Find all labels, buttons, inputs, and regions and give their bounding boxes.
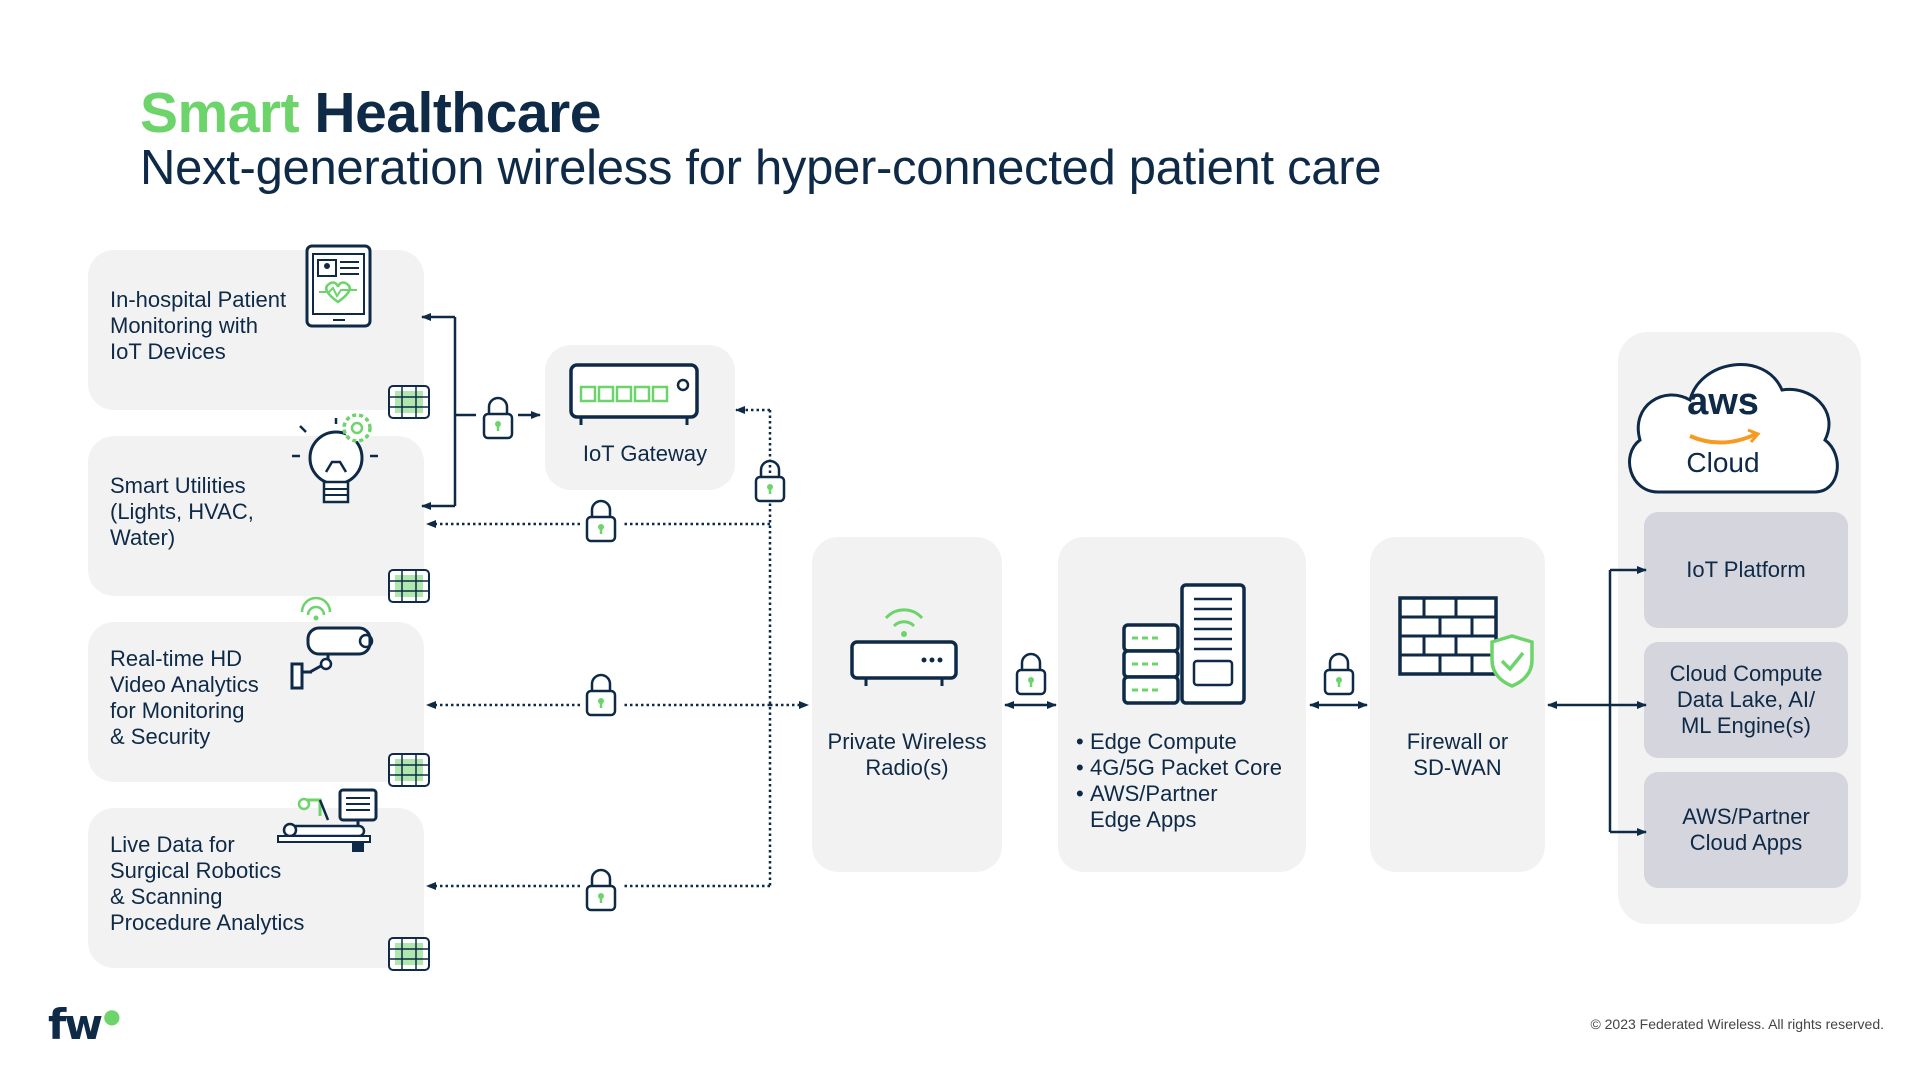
lightbulb-gear-icon [292, 413, 378, 504]
chip-icon-2 [388, 569, 430, 603]
center-connectors [1004, 566, 1647, 836]
device-label-surgical-robotics: Live Data for Surgical Robotics & Scanni… [110, 832, 305, 935]
firewall-label: Firewall or SD-WAN [1406, 729, 1509, 780]
private-wireless-card [812, 537, 1002, 872]
lock-icon-utilities [585, 499, 617, 543]
page-subtitle: Next-generation wireless for hyper-conne… [140, 141, 1382, 195]
firewall-card [1370, 537, 1545, 872]
device-card-surgical-robotics [88, 808, 424, 968]
device-label-patient-monitoring: In-hospital Patient Monitoring with IoT … [110, 287, 287, 364]
security-camera-icon [290, 596, 374, 690]
surgical-robot-icon [277, 788, 378, 852]
edge-compute-list: Edge Compute 4G/5G Packet Core AWS/Partn… [1076, 729, 1282, 833]
dotted-connectors [426, 406, 809, 890]
chip-icon-3 [388, 753, 430, 787]
gateway-bracket-connector [421, 313, 541, 510]
cloud-service-compute: Cloud Compute Data Lake, AI/ ML Engine(s… [1644, 642, 1848, 758]
logo-dot-icon: ● [103, 1004, 121, 1028]
cloud-service-apps: AWS/Partner Cloud Apps [1644, 772, 1848, 888]
tablet-monitor-icon [305, 244, 372, 328]
chip-icon-1 [388, 385, 430, 419]
device-label-video-analytics: Real-time HD Video Analytics for Monitor… [110, 646, 259, 749]
edge-item-compute: Edge Compute [1076, 729, 1282, 755]
wireless-radio-icon [850, 608, 958, 686]
page-title: Smart Healthcare [140, 80, 601, 146]
aws-brand-text: aws [1687, 381, 1759, 423]
lock-icon-edge-firewall [1323, 652, 1355, 696]
cloud-service-iot-platform: IoT Platform [1644, 512, 1848, 628]
chip-icon-4 [388, 937, 430, 971]
lock-icon-radio-edge [1015, 652, 1047, 696]
server-stack-icon [1122, 583, 1246, 705]
title-rest: Healthcare [314, 81, 601, 145]
lock-icon-gateway [482, 396, 514, 440]
device-label-smart-utilities: Smart Utilities (Lights, HVAC, Water) [110, 473, 254, 550]
company-logo: fw● [48, 1000, 121, 1049]
copyright-footer: © 2023 Federated Wireless. All rights re… [1590, 1016, 1884, 1032]
logo-text: fw [48, 1000, 103, 1049]
edge-item-edge-apps: AWS/Partner Edge Apps [1076, 781, 1282, 833]
aws-cloud-icon [1628, 363, 1839, 494]
iot-gateway-label: IoT Gateway [582, 441, 708, 466]
edge-item-packet-core: 4G/5G Packet Core [1076, 755, 1282, 781]
device-card-smart-utilities [88, 436, 424, 596]
firewall-shield-icon [1398, 596, 1534, 688]
aws-cloud-label: Cloud [1686, 447, 1760, 478]
private-wireless-label: Private Wireless Radio(s) [827, 729, 987, 780]
lock-icon-surgical [585, 868, 617, 912]
router-icon [569, 363, 699, 425]
lock-icon-video [585, 673, 617, 717]
title-accent: Smart [140, 81, 300, 145]
